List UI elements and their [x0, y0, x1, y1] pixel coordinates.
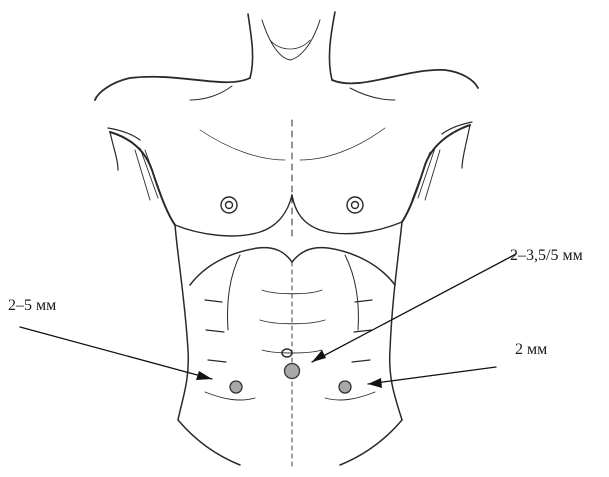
- neck-outline: [248, 12, 335, 80]
- port-label-center: 2–3,5/5 мм: [510, 248, 583, 264]
- port-left-marker: [230, 381, 242, 393]
- nipple-right-icon: [347, 197, 363, 213]
- port-right-marker: [339, 381, 351, 393]
- leader-lines: [20, 254, 516, 384]
- arrowhead-left-icon: [196, 371, 212, 380]
- nipple-left-icon: [221, 197, 237, 213]
- arm-outline: [108, 122, 472, 225]
- port-label-right: 2 мм: [515, 342, 547, 358]
- leader-line-right: [368, 367, 496, 384]
- port-center-marker: [285, 364, 300, 379]
- port-label-left: 2–5 мм: [8, 298, 56, 314]
- shoulder-outline: [95, 70, 478, 100]
- arrowhead-right-icon: [368, 378, 382, 388]
- port-markers: [230, 364, 351, 394]
- abdomen-outline: [175, 222, 402, 470]
- leader-line-center: [312, 254, 516, 362]
- pectoral-outline: [175, 120, 402, 240]
- leader-line-left: [20, 327, 212, 379]
